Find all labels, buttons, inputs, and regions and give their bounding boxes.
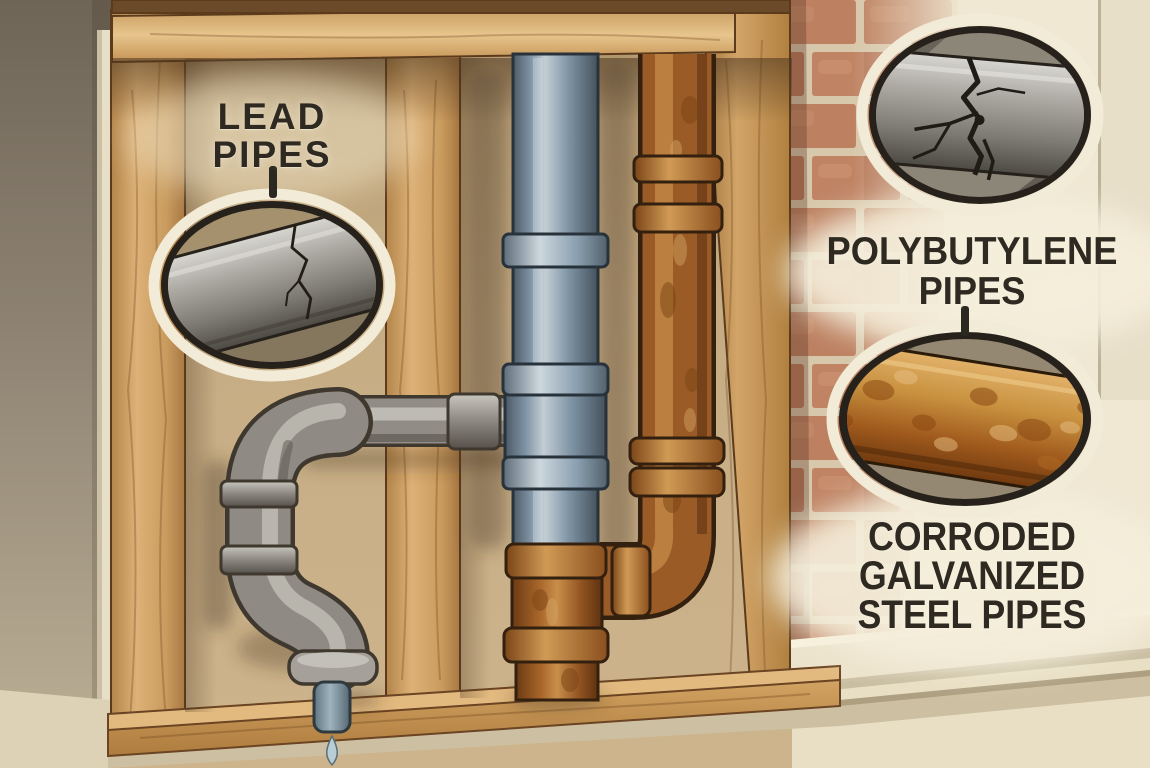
lead-pipe-spout	[312, 680, 352, 734]
lead-pipe	[219, 387, 539, 767]
poly-pipe-collar	[501, 362, 610, 397]
water-drip	[326, 734, 338, 767]
steel-pipe-collar	[632, 154, 724, 184]
galvanized-steel-pipe	[502, 54, 726, 702]
lead-label-pointer-tick	[269, 166, 277, 198]
bottom-plate	[107, 664, 1150, 768]
callout-lead-pipe	[148, 188, 396, 382]
lead-pipe-collar	[219, 544, 299, 576]
poly-pipe-collar	[501, 455, 610, 491]
steel-pipe-union	[628, 466, 726, 498]
steel-pipe-union	[628, 436, 726, 466]
poly-pipe-collar	[501, 232, 610, 269]
steel-pipe-collar	[610, 544, 652, 618]
steel-pipe-collar	[502, 626, 610, 664]
floor-left	[0, 690, 110, 768]
lead-pipe-coupling	[446, 392, 502, 451]
lead-pipe-collar	[219, 479, 299, 509]
tee-fitting	[503, 390, 608, 462]
polybutylene-label-pointer-tick	[961, 306, 969, 336]
steel-pipe-collar	[632, 202, 724, 234]
left-exterior-wall	[0, 0, 112, 710]
label-glows	[770, 194, 1150, 670]
polybutylene-pipe	[501, 52, 610, 556]
wall-corner-edge	[1098, 0, 1101, 400]
top-plate-edge	[111, 0, 791, 14]
rust-tee-collar	[504, 542, 608, 580]
